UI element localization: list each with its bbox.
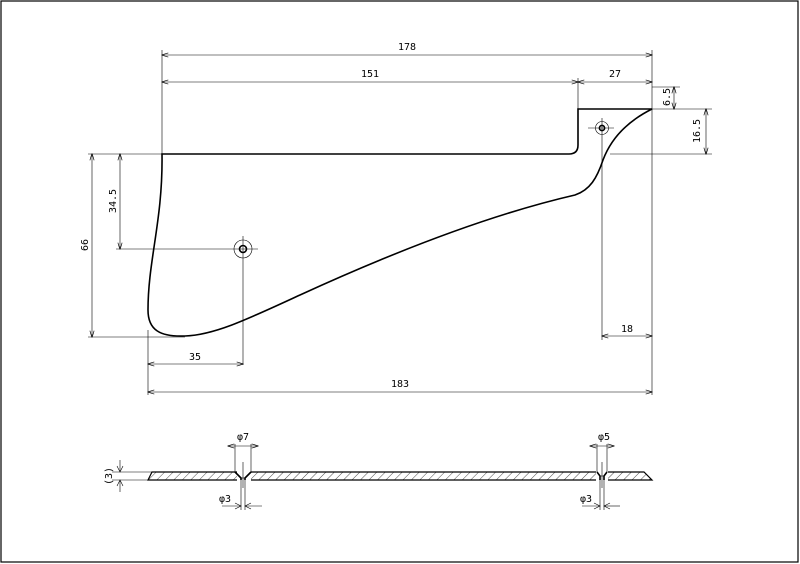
hole-left — [116, 236, 258, 365]
dim-hole-left-top: φ7 — [237, 432, 249, 443]
dim-overall-top: 178 — [398, 42, 416, 53]
dim-hole-left-bottom: φ3 — [219, 494, 231, 505]
part-outline — [147, 108, 653, 337]
dim-right-drop: 16.5 — [692, 119, 703, 143]
section-hole-left — [234, 462, 252, 488]
section-view: (3) φ7 φ3 φ5 φ3 — [104, 432, 654, 510]
hole-right — [588, 118, 614, 340]
dim-top-right: 27 — [609, 69, 621, 80]
dim-tab-height: 6.5 — [662, 88, 673, 106]
dim-hole-right-top: φ5 — [598, 432, 610, 443]
plan-view: 178 151 27 6.5 16.5 34.5 66 18 35 183 — [80, 42, 712, 395]
dim-overall-height: 66 — [80, 239, 91, 251]
section-hole-right — [596, 462, 608, 488]
dim-hole-depth: 34.5 — [108, 189, 119, 213]
dim-hole-offset-right: 18 — [621, 324, 633, 335]
dim-thickness: (3) — [104, 467, 115, 485]
dim-top-left: 151 — [361, 69, 379, 80]
dim-overall-bottom: 183 — [391, 379, 409, 390]
dim-hole-offset-left: 35 — [189, 352, 201, 363]
section-body — [147, 471, 654, 481]
dim-hole-right-bottom: φ3 — [580, 494, 592, 505]
